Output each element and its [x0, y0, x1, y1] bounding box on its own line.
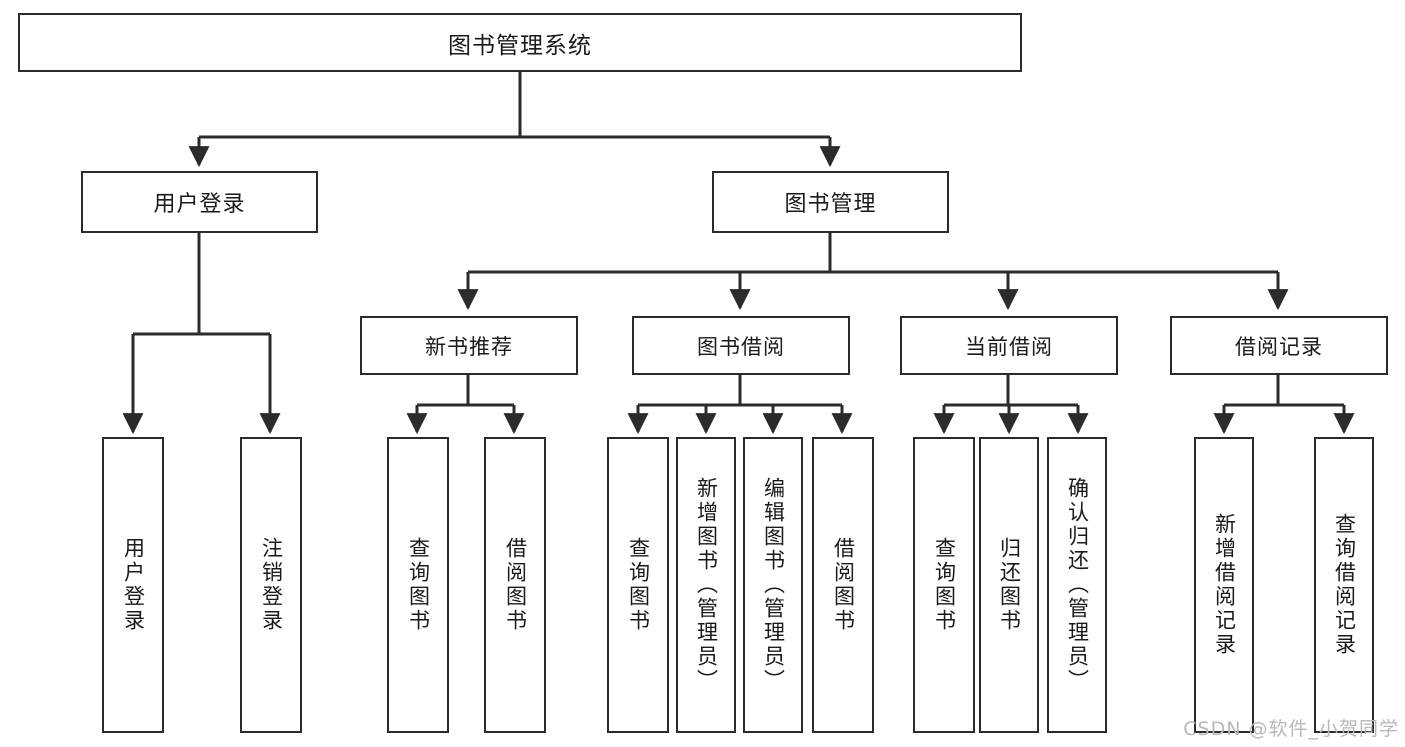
node-current-borrow-label: 当前借阅: [965, 334, 1053, 359]
node-leaf-borrow-book-2[interactable]: 借阅图书: [812, 437, 874, 733]
node-leaf-edit-book[interactable]: 编辑图书（管理员）: [743, 437, 803, 733]
node-leaf-return-book[interactable]: 归还图书: [979, 437, 1039, 733]
node-leaf-add-record[interactable]: 新增借阅记录: [1194, 437, 1254, 733]
node-leaf-add-book-label: 新增图书（管理员）: [694, 477, 719, 693]
node-user-login[interactable]: 用户登录: [81, 171, 318, 233]
node-book-borrow[interactable]: 图书借阅: [632, 316, 850, 375]
node-leaf-user-login[interactable]: 用户登录: [102, 437, 164, 733]
node-leaf-user-login-label: 用户登录: [121, 537, 146, 633]
node-leaf-borrow-book-1[interactable]: 借阅图书: [484, 437, 546, 733]
node-leaf-confirm-return-label: 确认归还（管理员）: [1065, 477, 1090, 693]
node-leaf-borrow-book-2-label: 借阅图书: [831, 537, 856, 633]
node-leaf-query-record[interactable]: 查询借阅记录: [1314, 437, 1374, 733]
node-root-label: 图书管理系统: [448, 32, 592, 59]
node-leaf-confirm-return[interactable]: 确认归还（管理员）: [1047, 437, 1107, 733]
node-leaf-query-book-1[interactable]: 查询图书: [387, 437, 449, 733]
node-leaf-query-record-label: 查询借阅记录: [1332, 513, 1357, 657]
node-leaf-query-book-3-label: 查询图书: [932, 537, 957, 633]
node-leaf-query-book-2-label: 查询图书: [626, 537, 651, 633]
node-leaf-add-book[interactable]: 新增图书（管理员）: [676, 437, 736, 733]
node-borrow-record[interactable]: 借阅记录: [1170, 316, 1388, 375]
node-leaf-return-book-label: 归还图书: [997, 537, 1022, 633]
node-book-borrow-label: 图书借阅: [697, 334, 785, 359]
node-borrow-record-label: 借阅记录: [1235, 334, 1323, 359]
node-leaf-logout-login[interactable]: 注销登录: [240, 437, 302, 733]
node-leaf-add-record-label: 新增借阅记录: [1212, 513, 1237, 657]
node-leaf-query-book-2[interactable]: 查询图书: [607, 437, 669, 733]
node-new-book-recommend[interactable]: 新书推荐: [360, 316, 578, 375]
watermark: CSDN @软件_小贺同学: [1183, 718, 1399, 740]
node-leaf-query-book-1-label: 查询图书: [406, 537, 431, 633]
node-current-borrow[interactable]: 当前借阅: [900, 316, 1118, 375]
node-book-manage-label: 图书管理: [784, 192, 877, 217]
node-book-manage[interactable]: 图书管理: [712, 171, 949, 233]
node-leaf-query-book-3[interactable]: 查询图书: [913, 437, 975, 733]
node-new-book-recommend-label: 新书推荐: [425, 334, 513, 359]
node-leaf-logout-login-label: 注销登录: [259, 537, 284, 633]
node-leaf-borrow-book-1-label: 借阅图书: [503, 537, 528, 633]
node-root[interactable]: 图书管理系统: [18, 13, 1022, 72]
node-leaf-edit-book-label: 编辑图书（管理员）: [761, 477, 786, 693]
node-user-login-label: 用户登录: [153, 192, 246, 217]
